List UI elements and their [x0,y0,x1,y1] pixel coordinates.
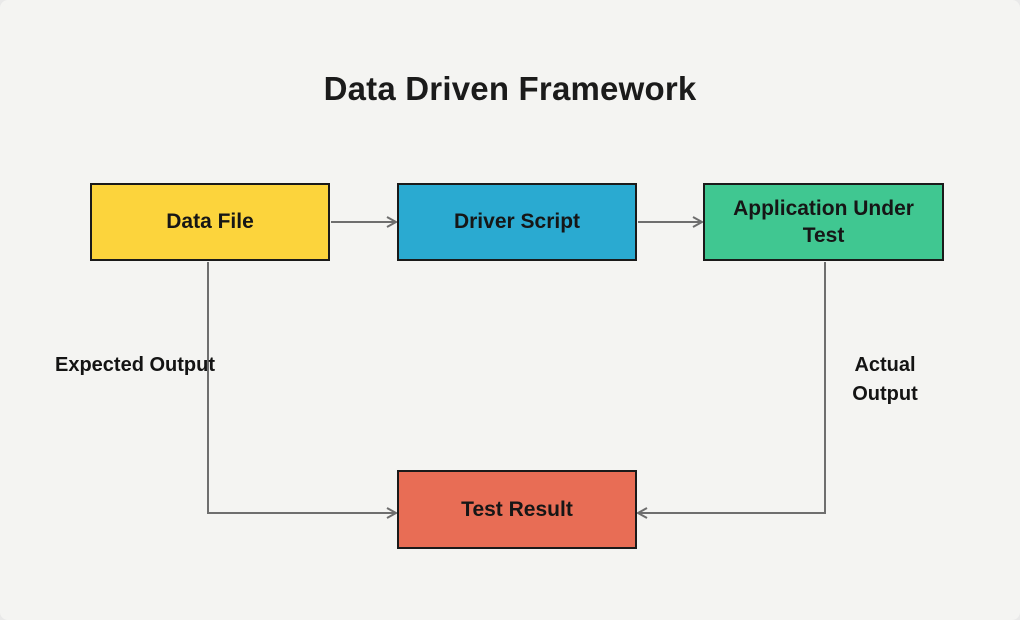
node-data-file-label: Data File [166,210,254,234]
connector-datafile-to-driverscript [331,216,399,228]
node-application-under-test-label: Application Under Test [733,196,914,247]
connector-driverscript-to-aut [638,216,705,228]
arrowhead-left-icon [635,507,648,519]
node-data-file: Data File [90,183,330,261]
arrowhead-right-icon [692,216,705,228]
edge-label-expected-output: Expected Output [55,354,216,376]
node-application-under-test: Application Under Test [703,183,944,261]
node-test-result-label: Test Result [461,497,573,521]
node-driver-script: Driver Script [397,183,637,261]
node-test-result: Test Result [397,470,637,549]
connector-datafile-to-testresult [207,262,399,519]
edge-label-actual-output: Actual Output [852,354,918,405]
node-driver-script-label: Driver Script [453,210,581,234]
arrowhead-right-icon [386,507,399,519]
connector-aut-to-testresult [635,262,826,519]
diagram-title: Data Driven Framework [323,70,697,107]
arrowhead-right-icon [386,216,399,228]
